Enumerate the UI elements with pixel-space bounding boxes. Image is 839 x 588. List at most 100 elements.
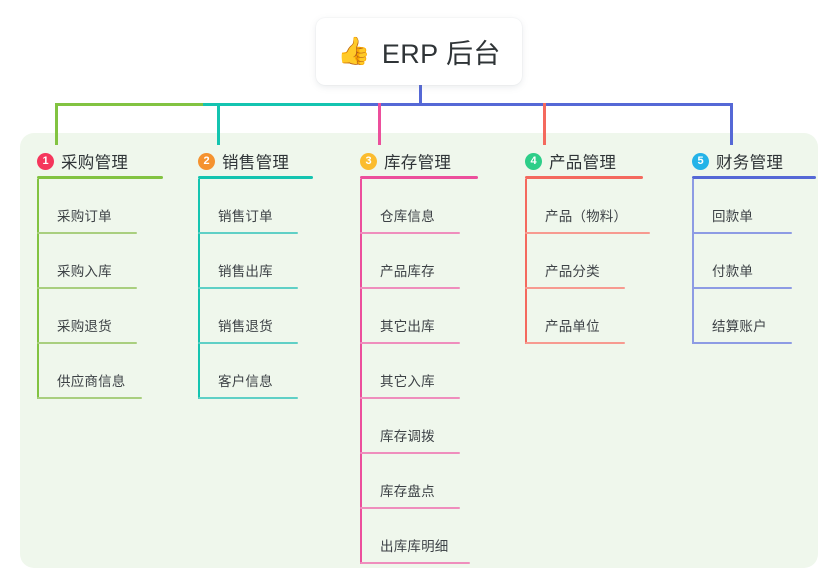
branch-number-badge: 2 [198, 152, 215, 170]
list-item[interactable]: 仓库信息 [360, 179, 503, 234]
root-stem-connector [419, 85, 422, 105]
branch-drop-1 [55, 103, 58, 145]
list-item-underline [198, 287, 298, 289]
list-item-underline [360, 452, 460, 454]
list-item[interactable]: 销售退货 [198, 289, 341, 344]
root-node-label: ERP 后台 [381, 39, 501, 69]
list-item[interactable]: 库存盘点 [360, 454, 503, 509]
branch-drop-2 [217, 103, 220, 145]
list-item[interactable]: 回款单 [692, 179, 835, 234]
list-item-label: 采购入库 [57, 264, 112, 279]
list-item[interactable]: 产品分类 [525, 234, 668, 289]
branch-number-badge: 3 [360, 152, 377, 170]
branch-spine [198, 179, 200, 399]
list-item-underline [360, 287, 460, 289]
list-item[interactable]: 付款单 [692, 234, 835, 289]
list-item-label: 产品（物料） [545, 209, 628, 224]
branch-column-sales: 2 销售管理 销售订单 销售出库 销售退货 客户信息 [181, 143, 341, 399]
list-item-label: 产品分类 [545, 264, 600, 279]
list-item-label: 付款单 [712, 264, 754, 279]
branch-drop-4 [543, 103, 546, 145]
list-item-label: 其它入库 [380, 374, 435, 389]
list-item-underline [360, 397, 460, 399]
list-item[interactable]: 销售订单 [198, 179, 341, 234]
list-item[interactable]: 客户信息 [198, 344, 341, 399]
branch-spine [525, 179, 527, 344]
branch-spine [37, 179, 39, 399]
list-item[interactable]: 产品（物料） [525, 179, 668, 234]
branch-title-label: 产品管理 [549, 154, 617, 172]
branch-items-inventory: 仓库信息 产品库存 其它出库 其它入库 库存调拨 库存盘点 [360, 179, 503, 564]
list-item[interactable]: 结算账户 [692, 289, 835, 344]
branch-title-underline [692, 176, 816, 179]
list-item-underline [37, 342, 137, 344]
branch-title-underline [525, 176, 643, 179]
branch-spine [692, 179, 694, 344]
branch-title-label: 采购管理 [61, 154, 129, 172]
list-item[interactable]: 产品库存 [360, 234, 503, 289]
root-node-erp-backend[interactable]: 👍 ERP 后台 [316, 18, 522, 85]
branch-header-finance[interactable]: 5 财务管理 [675, 143, 835, 179]
list-item-underline [37, 287, 137, 289]
branch-title-label: 销售管理 [222, 154, 290, 172]
list-item[interactable]: 库存调拨 [360, 399, 503, 454]
list-item[interactable]: 产品单位 [525, 289, 668, 344]
list-item-label: 供应商信息 [57, 374, 126, 389]
list-item-label: 采购退货 [57, 319, 112, 334]
list-item[interactable]: 其它出库 [360, 289, 503, 344]
list-item-label: 产品库存 [380, 264, 435, 279]
list-item-underline [198, 397, 298, 399]
branch-items-product: 产品（物料） 产品分类 产品单位 [525, 179, 668, 344]
list-item-underline [360, 562, 470, 564]
bus-segment-green [55, 103, 203, 106]
list-item-label: 其它出库 [380, 319, 435, 334]
list-item[interactable]: 销售出库 [198, 234, 341, 289]
bus-segment-blue [360, 103, 733, 106]
branch-items-purchasing: 采购订单 采购入库 采购退货 供应商信息 [37, 179, 180, 399]
thumbs-up-icon: 👍 [337, 36, 371, 66]
list-item[interactable]: 出库库明细 [360, 509, 503, 564]
branch-header-inventory[interactable]: 3 库存管理 [343, 143, 503, 179]
list-item[interactable]: 采购订单 [37, 179, 180, 234]
list-item-label: 客户信息 [218, 374, 273, 389]
branch-title-label: 财务管理 [716, 154, 784, 172]
list-item-label: 回款单 [712, 209, 754, 224]
branch-header-sales[interactable]: 2 销售管理 [181, 143, 341, 179]
diagram-panel-background [20, 133, 818, 568]
list-item-underline [692, 342, 792, 344]
list-item-underline [360, 507, 460, 509]
branch-number-badge: 1 [37, 152, 54, 170]
list-item-label: 销售退货 [218, 319, 273, 334]
list-item-label: 库存调拨 [380, 429, 435, 444]
list-item-underline [198, 342, 298, 344]
branch-header-product[interactable]: 4 产品管理 [508, 143, 668, 179]
branch-number-badge: 5 [692, 152, 709, 170]
branch-title-underline [360, 176, 478, 179]
branch-title-label: 库存管理 [384, 154, 452, 172]
list-item-label: 库存盘点 [380, 484, 435, 499]
branch-column-purchasing: 1 采购管理 采购订单 采购入库 采购退货 供应商信息 [20, 143, 180, 399]
list-item-label: 出库库明细 [380, 539, 449, 554]
list-item[interactable]: 采购入库 [37, 234, 180, 289]
branch-drop-5 [730, 103, 733, 145]
list-item[interactable]: 采购退货 [37, 289, 180, 344]
list-item-label: 产品单位 [545, 319, 600, 334]
branch-header-purchasing[interactable]: 1 采购管理 [20, 143, 180, 179]
branch-spine [360, 179, 362, 564]
branch-column-product: 4 产品管理 产品（物料） 产品分类 产品单位 [508, 143, 668, 344]
list-item-underline [525, 287, 625, 289]
branch-number-badge: 4 [525, 152, 542, 170]
branch-title-underline [198, 176, 313, 179]
branch-items-sales: 销售订单 销售出库 销售退货 客户信息 [198, 179, 341, 399]
list-item-underline [198, 232, 298, 234]
list-item[interactable]: 其它入库 [360, 344, 503, 399]
list-item-underline [692, 232, 792, 234]
branch-items-finance: 回款单 付款单 结算账户 [692, 179, 835, 344]
list-item[interactable]: 供应商信息 [37, 344, 180, 399]
branch-column-inventory: 3 库存管理 仓库信息 产品库存 其它出库 其它入库 库存调拨 [343, 143, 503, 564]
list-item-label: 仓库信息 [380, 209, 435, 224]
list-item-underline [525, 232, 650, 234]
list-item-label: 结算账户 [712, 319, 767, 334]
list-item-label: 销售出库 [218, 264, 273, 279]
